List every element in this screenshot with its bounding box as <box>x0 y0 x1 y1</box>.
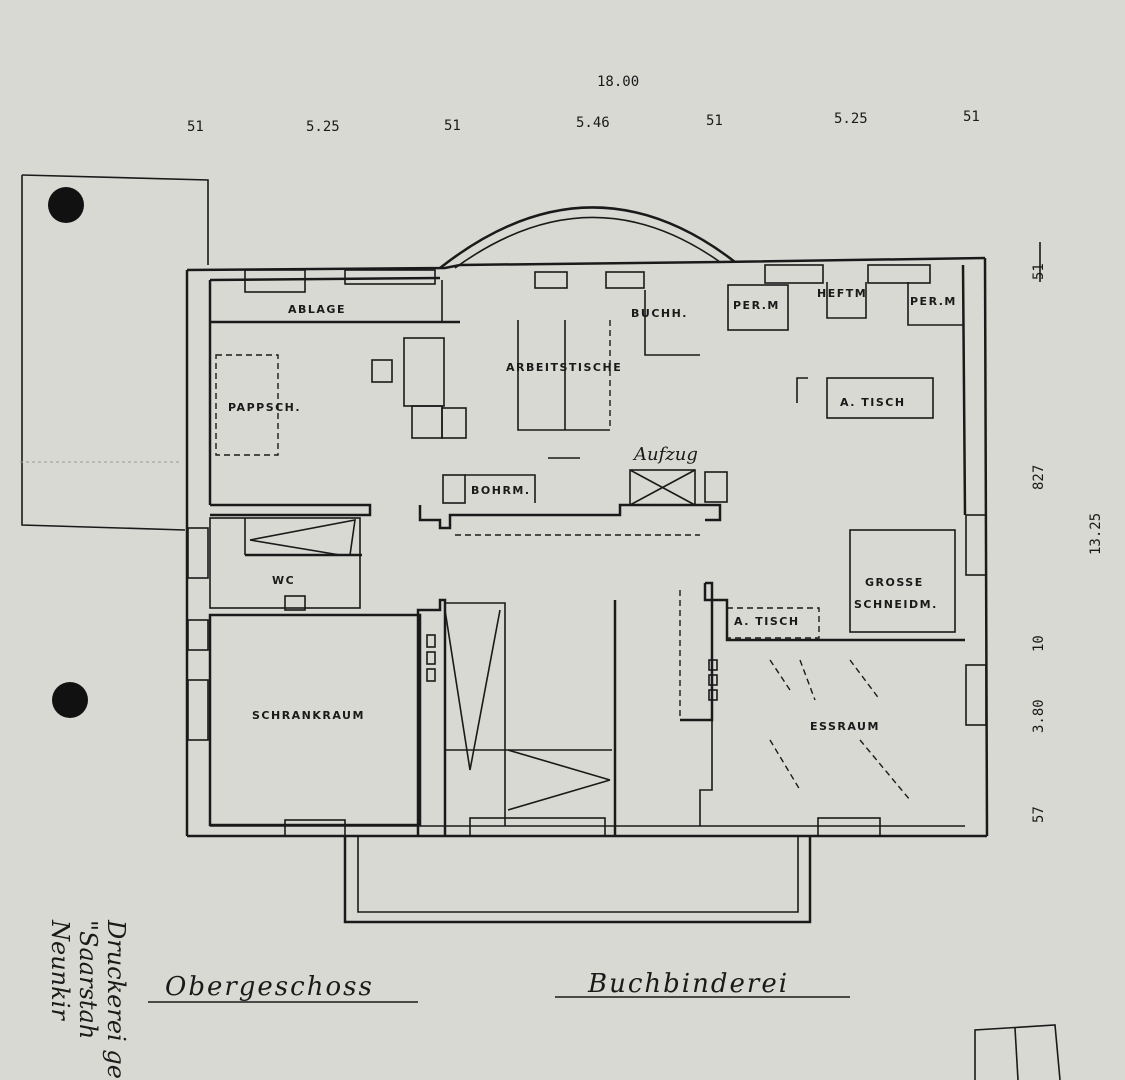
room-label-ablage: ABLAGE <box>288 303 346 316</box>
dim-top-total: 18.00 <box>597 74 639 90</box>
dim-right-seg-1: 51 <box>1031 263 1047 280</box>
room-label-buchh: BUCHH. <box>631 307 688 320</box>
room-label-pappsch: PAPPSCH. <box>228 401 301 414</box>
punch-hole-top <box>48 187 84 223</box>
per-m-2-box <box>907 282 963 326</box>
dim-top-seg-3: 51 <box>444 118 461 134</box>
grosse-schneidm-box <box>849 529 956 633</box>
room-label-wc: WC <box>272 574 295 587</box>
essraum-dining-tables <box>769 659 911 801</box>
room-label-a-tisch-1: A. TISCH <box>840 396 906 409</box>
dim-top-seg-1: 51 <box>187 119 204 135</box>
room-label-a-tisch-2: A. TISCH <box>734 615 800 628</box>
dim-right-seg-3: 10 <box>1031 635 1047 652</box>
arbeitstische-tables <box>517 320 611 459</box>
balcony <box>343 836 812 924</box>
room-label-bohrm: BOHRM. <box>471 484 531 497</box>
top-windows <box>244 264 931 293</box>
drawing-subtitle: Buchbinderei <box>587 969 789 999</box>
furniture-center-left <box>371 337 467 439</box>
bohrm-table <box>465 474 536 503</box>
dim-top-seg-5: 51 <box>706 113 723 129</box>
heftm-box <box>826 282 867 319</box>
bottom-windows <box>284 817 881 837</box>
margin-note-line-2: "Saarstah <box>74 920 102 1039</box>
right-partition <box>679 581 965 826</box>
right-dimensions: 51 827 10 3.80 57 13.25 <box>1031 242 1104 823</box>
room-label-schrankraum: SCHRANKRAUM <box>252 709 365 722</box>
stamp-box <box>974 1024 1061 1080</box>
dim-right-seg-5: 57 <box>1031 806 1047 823</box>
dim-top-seg-7: 51 <box>963 109 980 125</box>
dim-top-seg-2: 5.25 <box>306 119 340 135</box>
room-label-arbeitstische: ARBEITSTISCHE <box>506 361 622 374</box>
paper-fold-outline <box>20 174 209 531</box>
dim-right-total: 13.25 <box>1088 513 1104 555</box>
per-m-1-box <box>727 284 789 331</box>
schrankraum-room <box>208 613 422 827</box>
outer-walls <box>185 206 989 838</box>
left-windows <box>187 527 209 741</box>
room-label-essraum: ESSRAUM <box>810 720 880 733</box>
staircase <box>416 598 617 836</box>
elevator-shaft <box>629 469 728 506</box>
room-label-heftm: HEFTM <box>817 287 867 300</box>
dim-right-seg-2: 827 <box>1031 465 1047 490</box>
dim-right-seg-4: 3.80 <box>1031 699 1047 733</box>
room-label-grosse-1: GROSSE <box>865 576 924 589</box>
margin-note: Druckerei ge "Saarstah Neunkir <box>46 919 130 1079</box>
room-label-per-m-1: PER.M <box>733 299 780 312</box>
punch-hole-bottom <box>52 682 88 718</box>
top-dimensions: 18.00 51 5.25 51 5.46 51 5.25 51 <box>187 74 980 135</box>
dim-top-seg-6: 5.25 <box>834 111 868 127</box>
drawing-title: Obergeschoss <box>165 972 374 1002</box>
middle-partition <box>210 503 722 536</box>
room-label-per-m-2: PER.M <box>910 295 957 308</box>
margin-note-line-1: Druckerei ge <box>102 919 130 1079</box>
dim-top-seg-4: 5.46 <box>576 115 610 131</box>
room-label-grosse-2: SCHNEIDM. <box>854 598 938 611</box>
wc-room <box>209 517 362 611</box>
handwritten-aufzug: Aufzug <box>632 444 698 465</box>
pappsch-table <box>215 354 279 456</box>
buchh-table <box>644 290 700 356</box>
bohrm-icon-box <box>442 474 466 504</box>
margin-note-line-3: Neunkir <box>46 919 74 1021</box>
a-tisch-1-table <box>826 377 934 419</box>
right-windows <box>965 514 987 726</box>
